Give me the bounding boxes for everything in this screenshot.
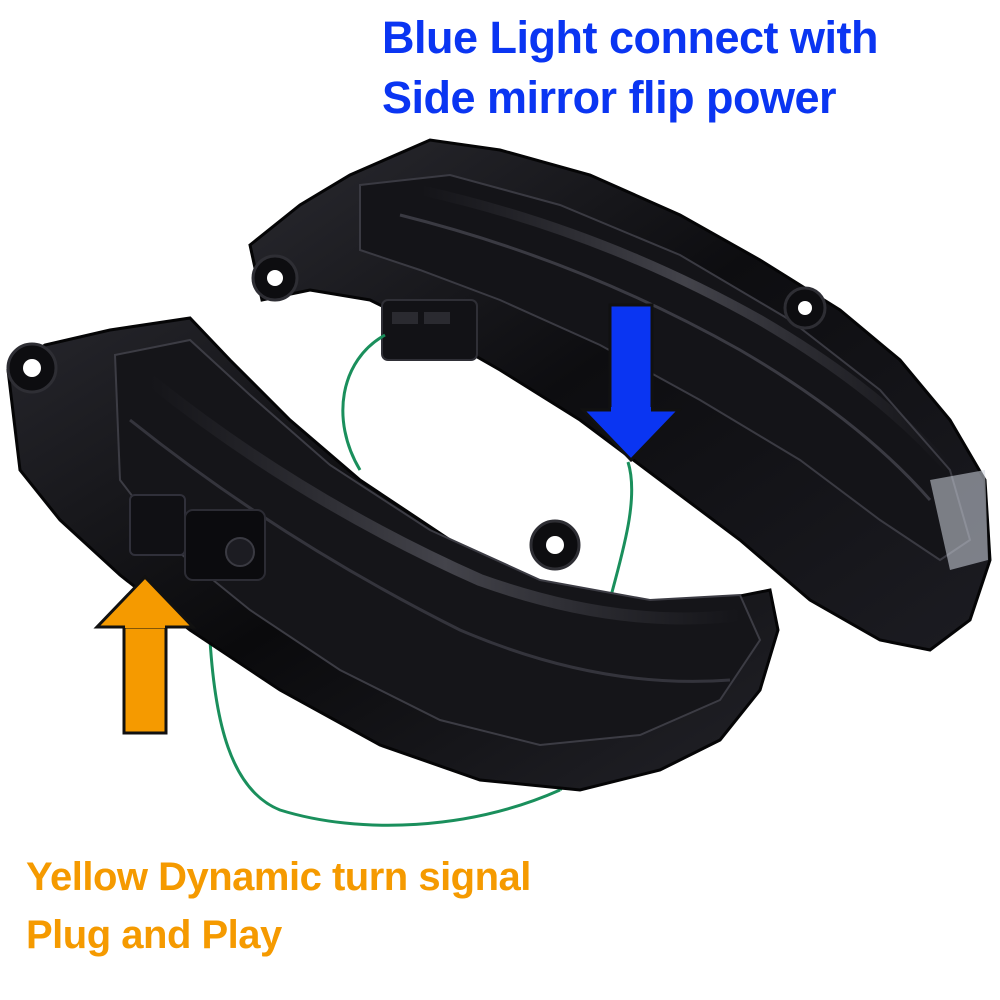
blue-caption-line-2: Side mirror flip power xyxy=(382,72,837,123)
connector-plug xyxy=(381,299,478,361)
blue-arrow-down xyxy=(579,303,683,463)
yellow-arrow-up xyxy=(93,574,197,735)
yellow-signal-caption: Yellow Dynamic turn signal Plug and Play xyxy=(26,848,531,964)
yellow-caption-line-2: Plug and Play xyxy=(26,913,282,957)
front-mirror-indicator xyxy=(6,316,780,792)
blue-caption-line-1: Blue Light connect with xyxy=(382,12,878,63)
yellow-caption-line-1: Yellow Dynamic turn signal xyxy=(26,855,531,899)
blue-light-caption: Blue Light connect with Side mirror flip… xyxy=(382,8,878,128)
